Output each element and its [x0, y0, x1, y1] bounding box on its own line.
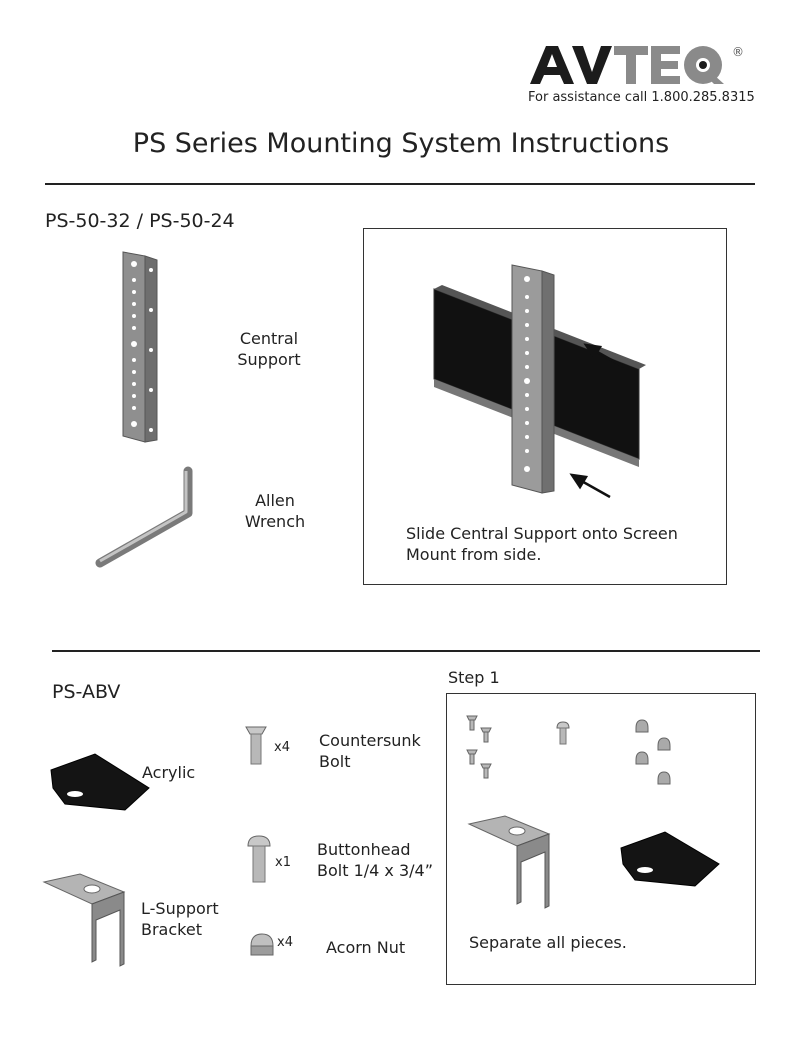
acrylic-small-image [620, 831, 720, 887]
l-support-bracket-image [42, 873, 126, 967]
section-label-ps50: PS-50-32 / PS-50-24 [45, 210, 235, 232]
acorn-nut-icon [250, 933, 274, 956]
central-support-image [122, 251, 158, 443]
divider-top [45, 183, 755, 185]
countersunk-bolt-icon [245, 726, 267, 765]
avteq-logo: ® [530, 45, 744, 84]
separate-pieces-caption: Separate all pieces. [469, 933, 627, 952]
acorn-nuts-group-image [635, 719, 671, 785]
section-label-psabv: PS-ABV [52, 681, 121, 703]
allen-wrench-image [95, 466, 193, 568]
l-support-label: L-Support Bracket [141, 899, 219, 939]
countersunk-qty: x4 [274, 740, 290, 755]
buttonhead-qty: x1 [275, 855, 291, 870]
acorn-label: Acorn Nut [326, 938, 406, 957]
acorn-qty: x4 [277, 935, 293, 950]
acrylic-label: Acrylic [142, 763, 196, 782]
acrylic-image [50, 753, 150, 811]
divider-middle [52, 650, 760, 652]
buttonhead-bolt-icon [247, 835, 271, 883]
countersunk-bolts-group-image [466, 715, 492, 779]
page-title: PS Series Mounting System Instructions [132, 128, 670, 159]
instruction-box-separate-pieces: Separate all pieces. [446, 693, 756, 985]
screen-mount-assembly-image [433, 264, 646, 499]
countersunk-label: Countersunk Bolt [319, 731, 421, 771]
central-support-label: Central Support [237, 329, 301, 369]
slide-support-caption: Slide Central Support onto Screen Mount … [406, 524, 678, 564]
brand-header: ® For assistance call 1.800.285.8315 [528, 42, 758, 112]
buttonhead-label: Buttonhead Bolt 1/4 x 3/4” [317, 840, 433, 880]
assistance-phone: For assistance call 1.800.285.8315 [528, 90, 755, 105]
step-label: Step 1 [448, 668, 500, 687]
buttonhead-bolt-small-image [556, 721, 570, 745]
allen-wrench-label: Allen Wrench [244, 491, 306, 531]
instruction-box-slide-support: Slide Central Support onto Screen Mount … [363, 228, 727, 585]
l-support-bracket-small-image [467, 815, 551, 909]
registered-mark: ® [732, 45, 744, 59]
